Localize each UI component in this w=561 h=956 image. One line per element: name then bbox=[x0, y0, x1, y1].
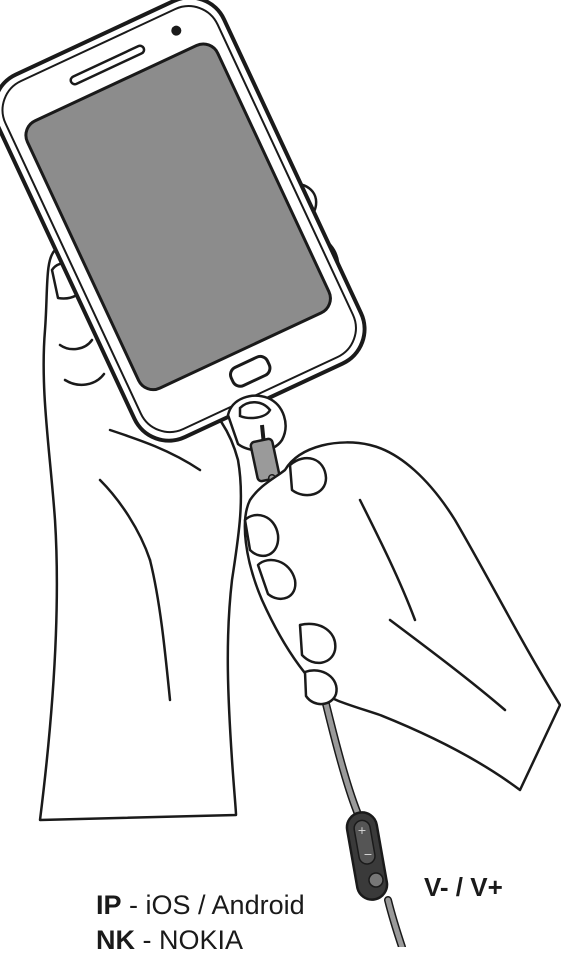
platform-name: NOKIA bbox=[159, 925, 243, 955]
platform-code: IP bbox=[96, 890, 122, 920]
headset-remote: + − bbox=[345, 810, 390, 902]
platform-caption-ip: IP - iOS / Android bbox=[96, 889, 305, 921]
remote-mic bbox=[369, 873, 383, 887]
right-hand bbox=[245, 442, 560, 790]
platform-separator: - bbox=[135, 925, 159, 955]
volume-plus-icon: + bbox=[357, 824, 366, 837]
volume-label: V- / V+ bbox=[424, 872, 503, 902]
platform-caption-nk: NK - NOKIA bbox=[96, 924, 243, 956]
platform-name: iOS / Android bbox=[146, 890, 305, 920]
platform-separator: - bbox=[122, 890, 146, 920]
platform-code: NK bbox=[96, 925, 135, 955]
volume-minus-icon: − bbox=[363, 848, 372, 861]
